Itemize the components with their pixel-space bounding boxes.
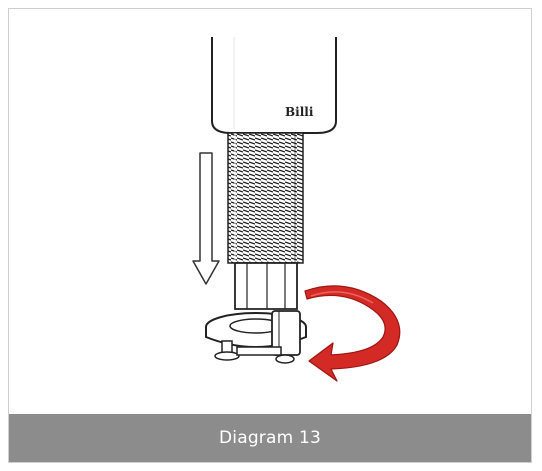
threaded-shank [227,132,304,264]
fixing-bolt [214,340,295,364]
brand-mark: Billi [285,105,314,119]
diagram-frame: Billi [8,8,532,463]
down-arrow-icon [192,152,220,285]
caption-bar: Diagram 13 [9,414,531,462]
diagram-caption: Diagram 13 [218,428,322,448]
rotate-clockwise-arrow-icon [304,285,401,382]
tap-body [211,37,337,134]
hex-nut [234,262,298,310]
diagram-illustration: Billi [192,37,401,382]
